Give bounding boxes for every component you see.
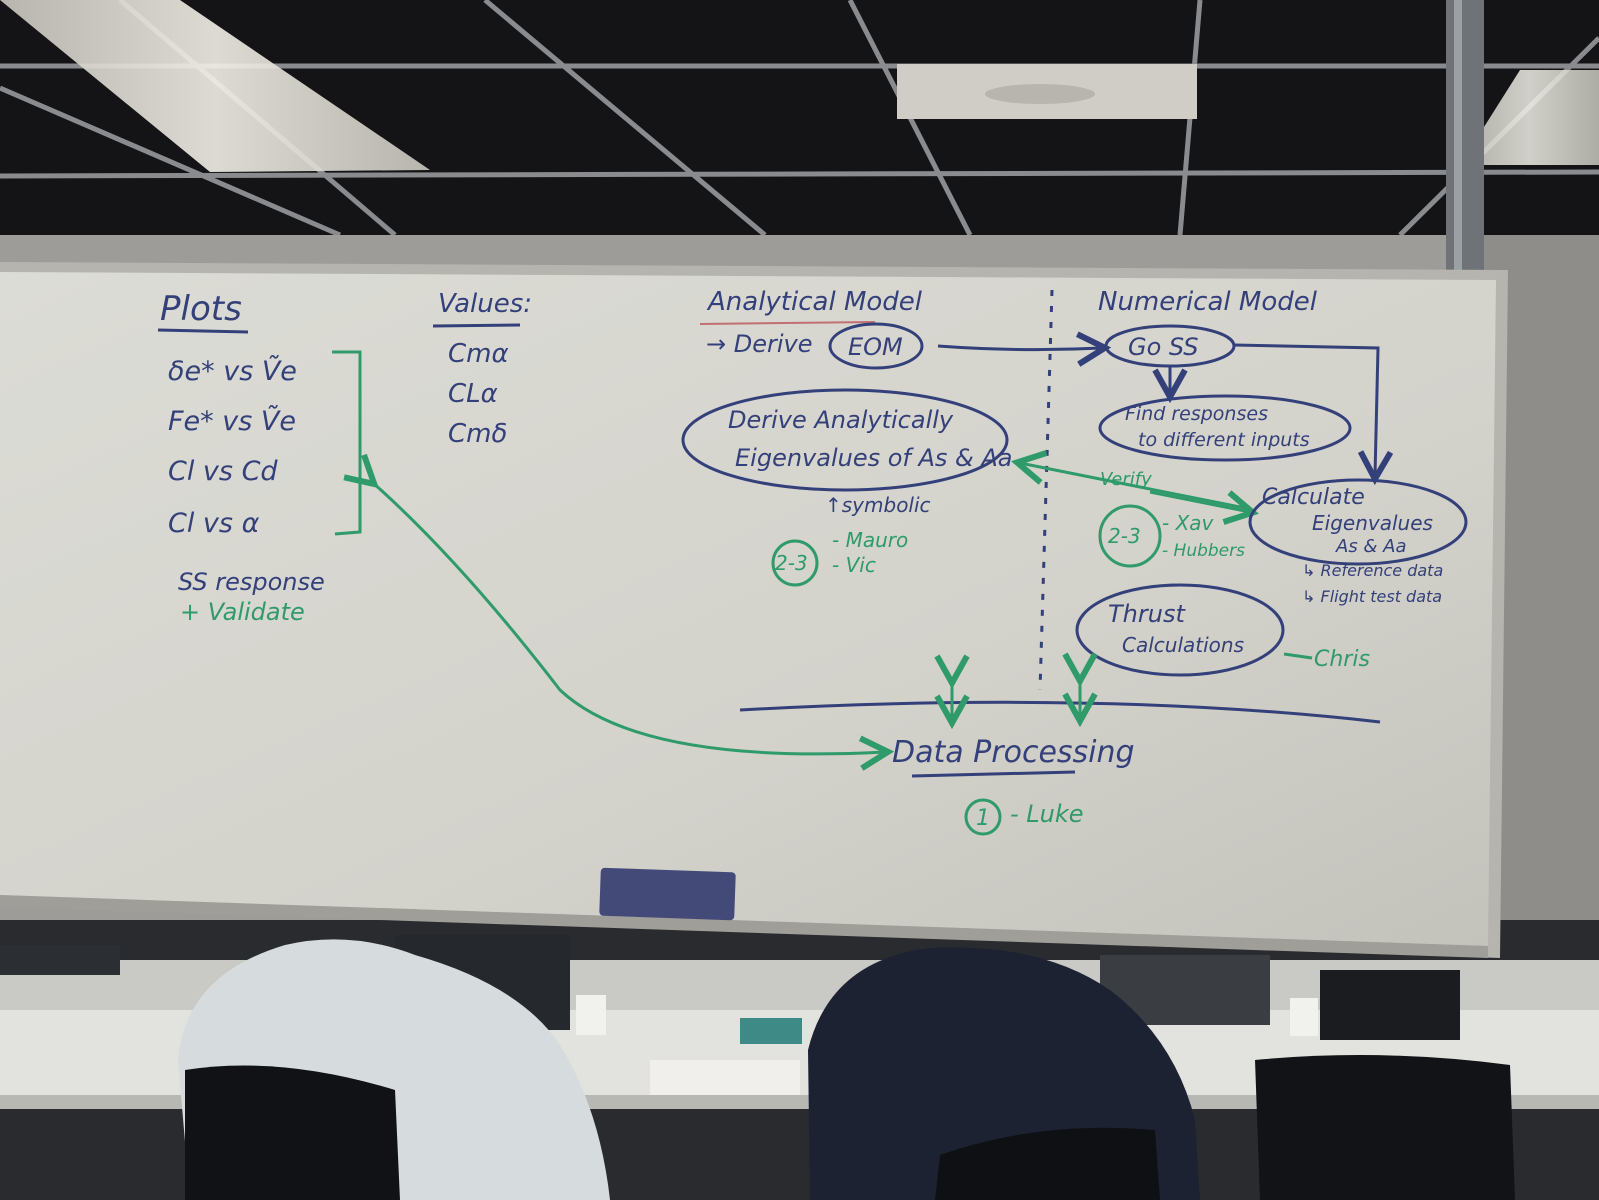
- numerical-badge-circle: [1098, 504, 1162, 568]
- value-item-3: Cmδ: [448, 419, 507, 449]
- data-processing-badge: 1: [976, 806, 990, 831]
- bag: [1320, 970, 1460, 1040]
- plots-line-3: Cl vs Cd: [168, 456, 278, 487]
- plots-line-2: Fe* vs Ṽe: [168, 405, 296, 437]
- symbolic-text: ↑symbolic: [825, 493, 931, 517]
- values-heading: Values:: [438, 289, 532, 319]
- thrust-line-1: Thrust: [1108, 600, 1186, 628]
- numerical-name-1: - Xav: [1162, 511, 1215, 535]
- plots-line-1: δe* vs Ṽe: [168, 355, 297, 387]
- verify-arrow-back: [1149, 492, 1250, 512]
- model-divider: [1038, 289, 1054, 691]
- marker-tray: [0, 895, 1488, 958]
- find-line-2: to different inputs: [1138, 429, 1310, 451]
- classroom: [0, 920, 1599, 1200]
- data-processing-section: Data Processing 1 - Luke: [372, 482, 1381, 836]
- cup-right: [1290, 998, 1318, 1036]
- analytical-bubble-line-2: Eigenvalues of As & Aa: [735, 444, 1013, 472]
- notebook: [650, 1060, 800, 1095]
- numerical-heading: Numerical Model: [1098, 287, 1318, 317]
- flight-data-text: ↳ Flight test data: [1302, 587, 1442, 606]
- analytical-underline: [699, 321, 876, 325]
- chair-middle: [935, 1127, 1160, 1200]
- eom-circle: [828, 322, 924, 370]
- derive-text: → Derive: [706, 330, 813, 358]
- analytical-badge: 2-3: [775, 551, 808, 575]
- chair-left: [185, 1065, 400, 1200]
- data-processing-name: - Luke: [1010, 800, 1084, 828]
- ss-validate-text: + Validate: [180, 598, 305, 626]
- analytical-name-1: - Mauro: [832, 528, 908, 552]
- analytical-heading: Analytical Model: [706, 287, 923, 317]
- values-section: Values: Cmα CLα Cmδ: [432, 289, 532, 449]
- calc-line-1: Calculate: [1262, 485, 1365, 510]
- cup-left: [576, 995, 606, 1035]
- data-processing-underline: [911, 770, 1076, 778]
- ceiling-vent-center: [985, 84, 1095, 104]
- numerical-badge: 2-3: [1108, 524, 1141, 548]
- calculate-oval: [1248, 478, 1468, 566]
- thrust-name: Chris: [1314, 647, 1370, 672]
- monitor-left: [0, 945, 120, 975]
- ss-to-calc-arrow: [1233, 343, 1378, 476]
- plots-to-data-arrow: [372, 482, 885, 754]
- find-responses-oval: [1098, 394, 1352, 462]
- thrust-line-2: Calculations: [1122, 633, 1244, 657]
- plots-heading: Plots: [160, 289, 242, 329]
- data-processing-badge-circle: [964, 798, 1002, 836]
- verify-arrow: [1020, 463, 1246, 510]
- value-item-1: Cmα: [448, 339, 509, 369]
- go-ss-text: Go SS: [1128, 333, 1199, 361]
- thrust-oval: [1075, 583, 1285, 677]
- analytical-bubble-line-1: Derive Analytically: [728, 406, 954, 434]
- plots-underline: [157, 328, 249, 334]
- values-underline: [432, 323, 521, 328]
- find-line-1: Find responses: [1125, 403, 1268, 425]
- plots-line-4: Cl vs α: [168, 508, 260, 539]
- reference-data-text: ↳ Reference data: [1302, 561, 1443, 580]
- analytical-name-2: - Vic: [832, 553, 876, 577]
- ceiling-light-right: [1460, 70, 1599, 165]
- numerical-section: Numerical Model Go SS Find responses to …: [937, 287, 1468, 677]
- calc-line-2: Eigenvalues: [1312, 511, 1433, 535]
- numerical-name-2: - Hubbers: [1162, 541, 1245, 561]
- eom-text: EOM: [848, 333, 903, 361]
- eom-to-ss-arrow: [937, 346, 1102, 350]
- data-processing-label: Data Processing: [892, 735, 1135, 770]
- paper-stack: [740, 1018, 802, 1044]
- ss-response-text: SS response: [178, 568, 325, 596]
- chair-right: [1255, 1055, 1515, 1200]
- ceiling-light-left: [0, 0, 430, 172]
- calc-line-3: As & Aa: [1335, 536, 1407, 557]
- verify-text: Verify: [1100, 469, 1152, 490]
- value-item-2: CLα: [448, 379, 498, 409]
- thrust-name-link: [1283, 652, 1313, 660]
- eraser: [599, 867, 736, 921]
